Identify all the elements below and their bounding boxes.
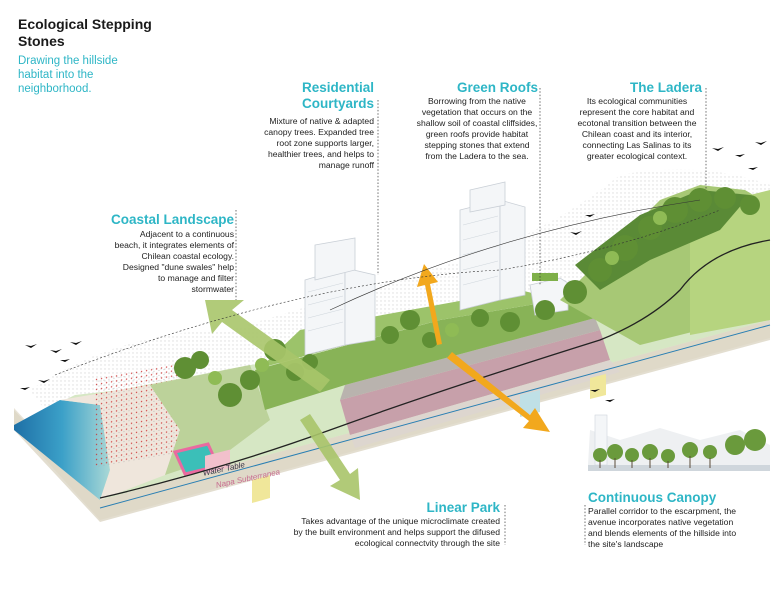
stipple-cloud [30, 169, 770, 430]
residential-buildings [304, 181, 569, 356]
canopy-inset [588, 414, 770, 471]
water-table-line [99, 324, 771, 509]
ladera-title: The Ladera [629, 80, 702, 95]
canopy-body: Parallel corridor to the escarpment, the… [588, 506, 737, 549]
coastal-body: Adjacent to a continuous beach, it integ… [114, 229, 234, 294]
green-roofs-body: Borrowing from the native vegetation tha… [416, 96, 538, 161]
ecological-arrow-green [205, 300, 360, 500]
green-roof-patch [532, 273, 558, 281]
page-subtitle: Drawing the hillside habitat into the ne… [18, 55, 118, 95]
green-roofs-title: Green Roofs [456, 80, 538, 95]
ladera-body: Its ecological communities represent the… [577, 96, 697, 161]
ocean [14, 400, 110, 500]
bird-flock [20, 141, 767, 402]
leader-lines [235, 88, 707, 545]
ecological-arrow-orange [417, 264, 550, 432]
coastal-title: Coastal Landscape [110, 212, 234, 227]
avenue [340, 330, 610, 435]
slab-bedrock [14, 320, 770, 522]
residential-title: Residential Courtyards [301, 80, 374, 111]
residential-body: Mixture of native & adapted canopy trees… [264, 116, 374, 170]
canopy-title: Continuous Canopy [588, 490, 717, 505]
linear-park-title: Linear Park [426, 500, 500, 515]
linear-park-body: Takes advantage of the unique microclima… [293, 516, 500, 548]
page-title: Ecological Stepping Stones [18, 16, 152, 49]
ground-line [99, 239, 771, 499]
